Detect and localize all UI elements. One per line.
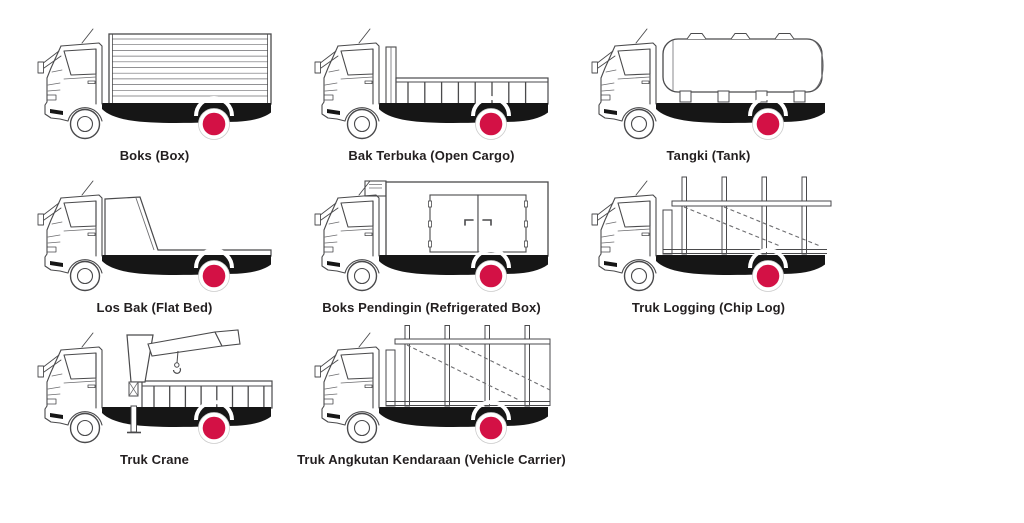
front-wheel [69,260,100,292]
chassis-band [101,103,271,123]
crane-truck-illustration [30,324,280,450]
front-wheel [346,260,377,292]
truck-label-crane: Truk Crane [120,452,189,467]
rear-wheel-red-dot-marker-icon [193,400,234,444]
front-wheel [69,412,100,444]
chassis-band [101,255,271,275]
rear-wheel-red-dot-marker-icon [747,96,788,140]
truck-grid: Boks (Box) [16,12,847,468]
front-wheel [346,412,377,444]
truck-label-tank: Tangki (Tank) [666,148,751,163]
truck-label-box: Boks (Box) [119,148,190,163]
front-wheel [346,108,377,140]
refrigerated-box-truck-illustration [307,172,557,298]
truck-card-box: Boks (Box) [16,12,293,164]
truck-cab [37,332,103,426]
truck-label-refrigerated-box: Boks Pendingin (Refrigerated Box) [322,300,541,315]
rear-wheel-red-dot-marker-icon [747,248,788,292]
truck-cab [591,180,657,274]
truck-card-tank: Tangki (Tank) [570,12,847,164]
chassis-band [101,407,271,427]
truck-label-flat-bed: Los Bak (Flat Bed) [96,300,213,315]
rear-wheel-red-dot-marker-icon [193,248,234,292]
vehicle-carrier-truck-illustration [307,324,557,450]
truck-label-logging: Truk Logging (Chip Log) [631,300,786,315]
box-truck-illustration [30,20,280,146]
truck-cab [314,332,380,426]
logging-truck-illustration [584,172,834,298]
truck-card-crane: Truk Crane [16,316,293,468]
rear-wheel-red-dot-marker-icon [193,96,234,140]
truck-card-refrigerated-box: Boks Pendingin (Refrigerated Box) [293,164,570,316]
chassis-band [378,255,548,275]
truck-cab [591,28,657,122]
chassis-band [655,255,825,275]
rear-wheel-red-dot-marker-icon [470,400,511,444]
truck-label-open-cargo: Bak Terbuka (Open Cargo) [348,148,515,163]
front-wheel [623,260,654,292]
flat-bed-truck-illustration [30,172,280,298]
front-wheel [69,108,100,140]
chassis-band [655,103,825,123]
tank-truck-illustration [584,20,834,146]
rear-wheel-red-dot-marker-icon [470,96,511,140]
truck-cab [314,180,380,274]
truck-label-vehicle-carrier: Truk Angkutan Kendaraan (Vehicle Carrier… [297,452,566,467]
truck-card-logging: Truk Logging (Chip Log) [570,164,847,316]
chassis-band [378,103,548,123]
open-cargo-truck-illustration [307,20,557,146]
truck-cab [314,28,380,122]
rear-wheel-red-dot-marker-icon [470,248,511,292]
truck-cab [37,180,103,274]
truck-card-flat-bed: Los Bak (Flat Bed) [16,164,293,316]
truck-card-vehicle-carrier: Truk Angkutan Kendaraan (Vehicle Carrier… [293,316,570,468]
truck-cab [37,28,103,122]
front-wheel [623,108,654,140]
chassis-band [378,407,548,427]
truck-card-open-cargo: Bak Terbuka (Open Cargo) [293,12,570,164]
